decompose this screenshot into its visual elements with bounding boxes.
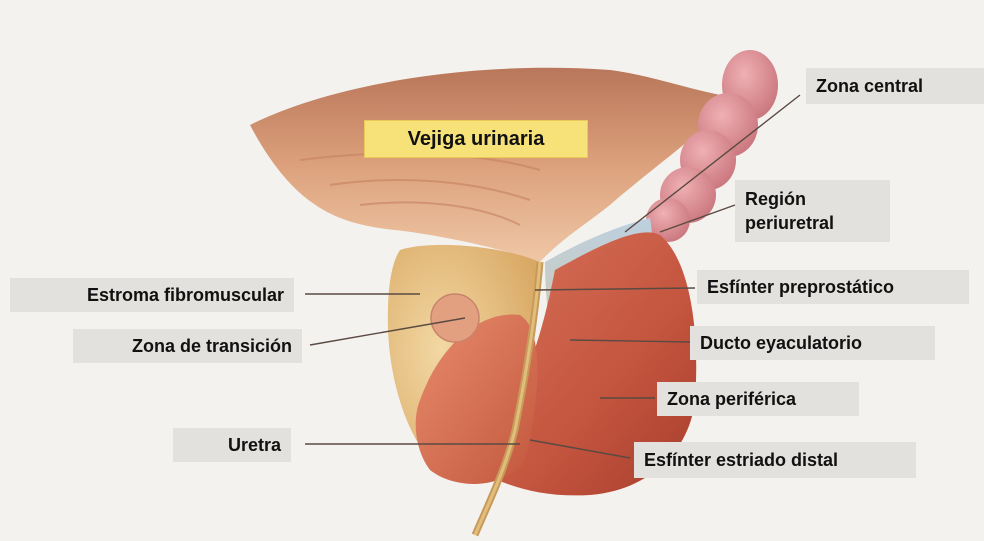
label-peripheral-zone: Zona periférica (657, 382, 859, 416)
label-fibromuscular-stroma: Estroma fibromuscular (10, 278, 294, 312)
transition-zone-nodule (431, 294, 479, 342)
label-periurethral-line2: periuretral (745, 211, 834, 235)
label-central-zone: Zona central (806, 68, 984, 104)
label-preprostatic-sphincter: Esfínter preprostático (697, 270, 969, 304)
label-distal-striated-sphincter: Esfínter estriado distal (634, 442, 916, 478)
label-periurethral-region: Región periuretral (735, 180, 890, 242)
label-periurethral-line1: Región (745, 187, 806, 211)
label-bladder: Vejiga urinaria (364, 120, 588, 158)
label-ejaculatory-duct: Ducto eyaculatorio (690, 326, 935, 360)
label-transition-zone: Zona de transición (73, 329, 302, 363)
label-urethra: Uretra (173, 428, 291, 462)
